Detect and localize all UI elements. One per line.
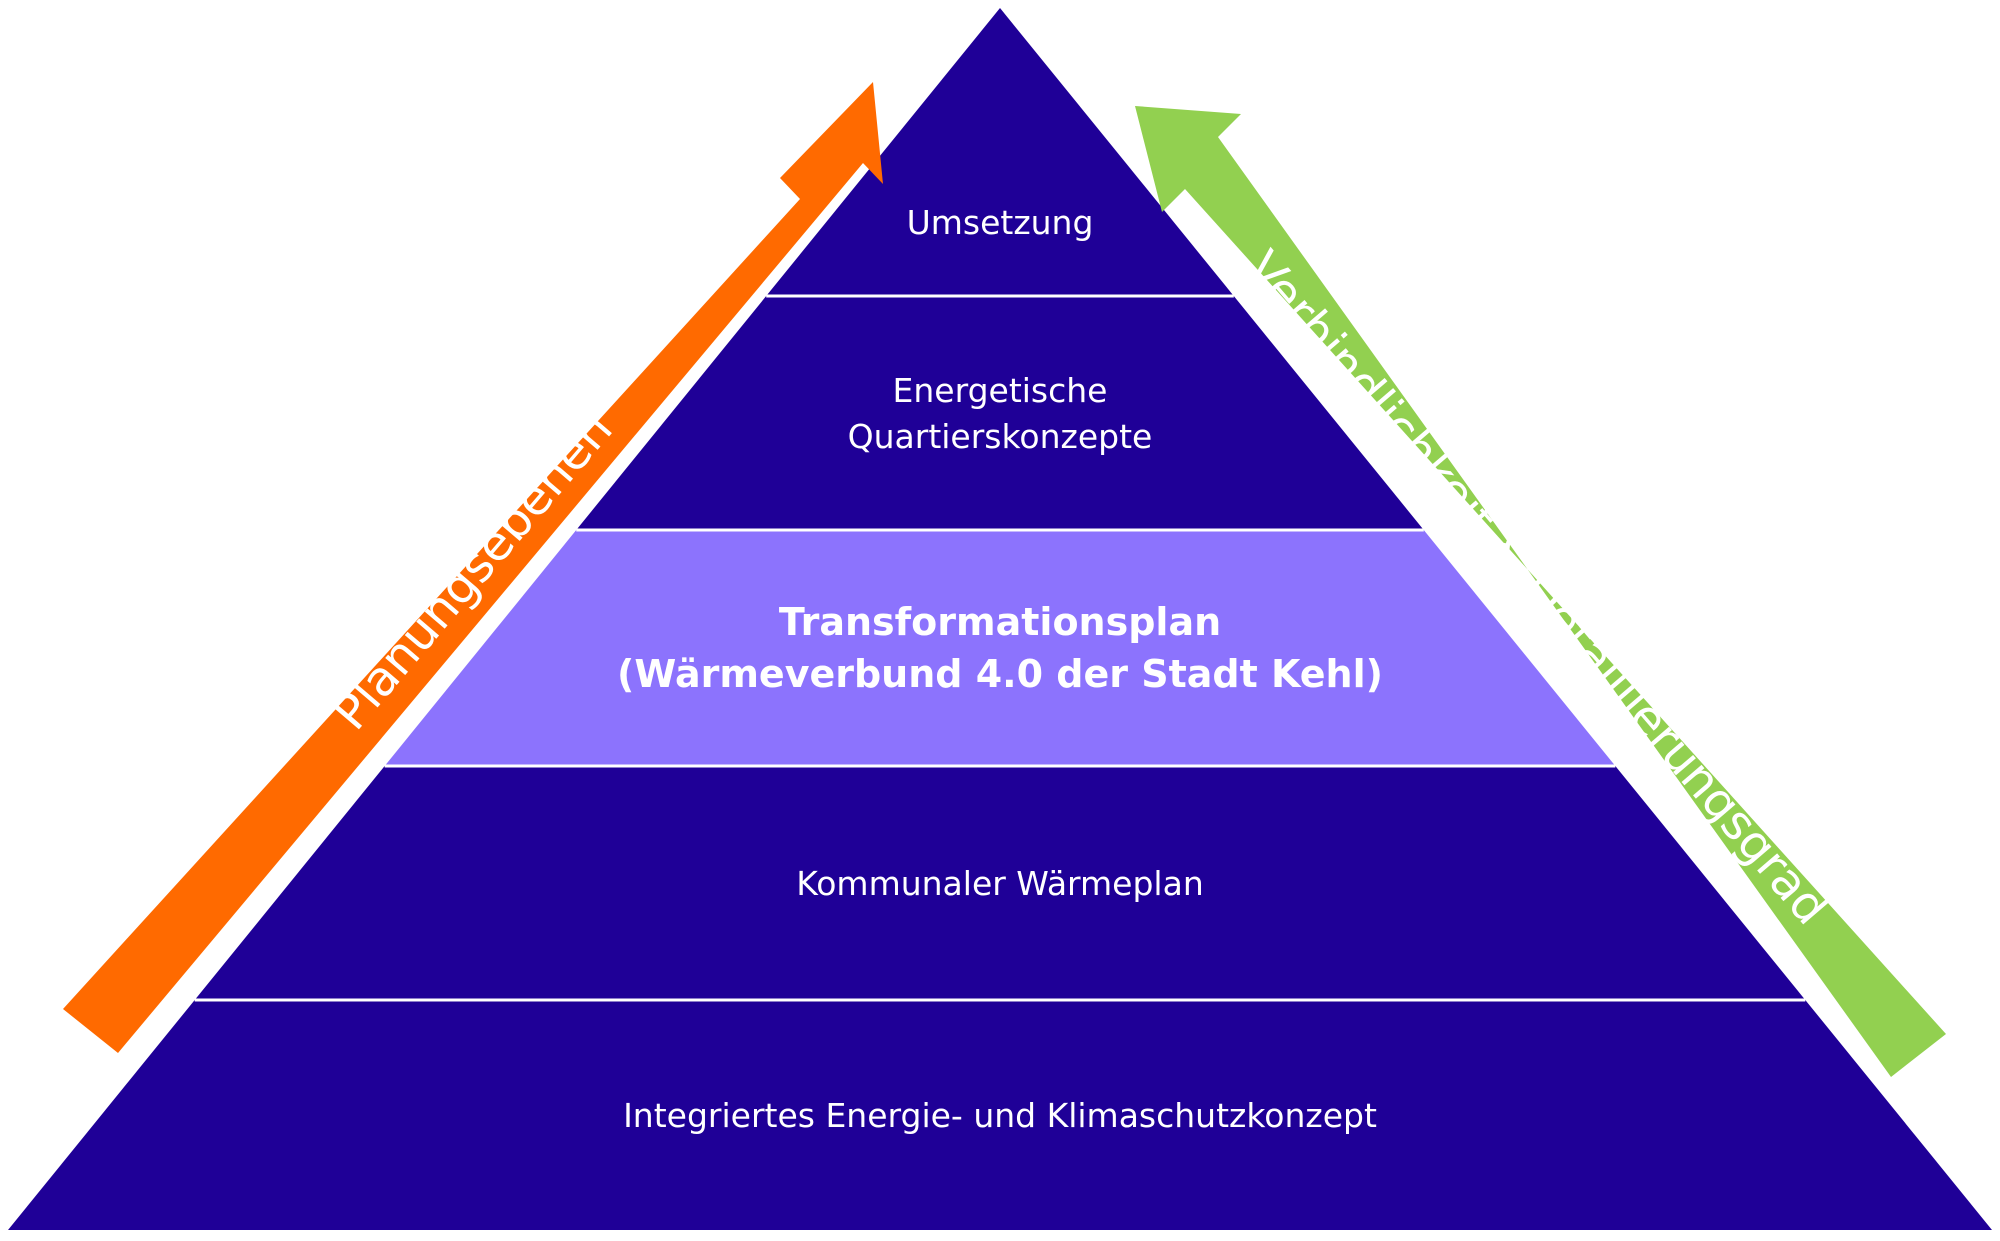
pyramid-level-4-label: Kommunaler Wärmeplan: [796, 864, 1204, 903]
left-arrow-shape: [63, 82, 883, 1053]
pyramid-level-3: [384, 530, 1616, 766]
pyramid-level-3-line-2: (Wärmeverbund 4.0 der Stadt Kehl): [617, 652, 1383, 696]
pyramid-level-1-line-1: Umsetzung: [907, 203, 1094, 242]
pyramid-level-3-label: Transformationsplan (Wärmeverbund 4.0 der…: [617, 600, 1383, 696]
pyramid-level-4: [194, 766, 1806, 1000]
pyramid-level-5-label: Integriertes Energie- und Klimaschutzkon…: [623, 1096, 1377, 1135]
pyramid-level-1: [766, 8, 1234, 296]
pyramid-level-2-line-1: Energetische: [893, 371, 1108, 410]
pyramid-levels: [8, 8, 1992, 1230]
pyramid-level-5: [8, 1000, 1992, 1230]
pyramid-level-3-line-1: Transformationsplan: [779, 600, 1221, 644]
pyramid-separators: [194, 294, 1806, 1002]
right-arrow-shape: [1135, 106, 1946, 1077]
pyramid-level-2: [576, 296, 1424, 530]
pyramid-level-2-line-2: Quartierskonzepte: [848, 417, 1153, 456]
pyramid-level-5-line-1: Integriertes Energie- und Klimaschutzkon…: [623, 1096, 1377, 1135]
pyramid-level-4-line-1: Kommunaler Wärmeplan: [796, 864, 1204, 903]
pyramid-level-1-label: Umsetzung: [907, 203, 1094, 242]
